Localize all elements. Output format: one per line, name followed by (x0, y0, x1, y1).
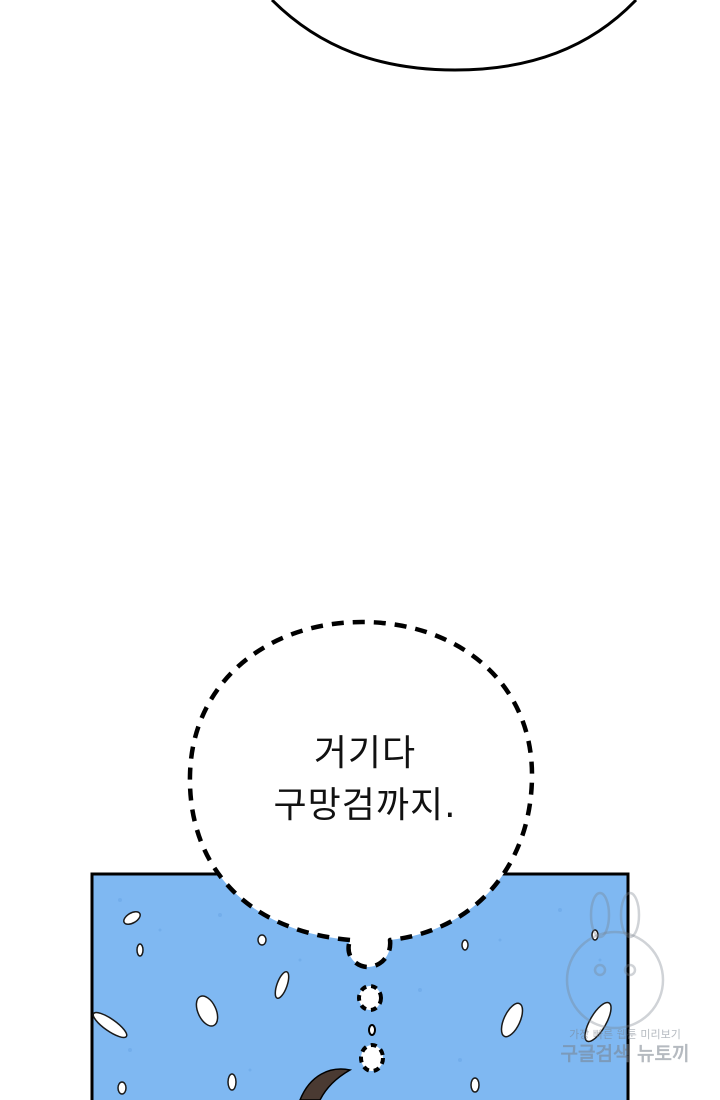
watermark-line-1: 가장 빠른 웹툰 미리보기 (569, 1028, 681, 1041)
thought-bubble-line-2: 구망검까지. (273, 785, 457, 826)
panel-dark-shape (299, 1068, 353, 1100)
watermark-mascot-icon (565, 891, 665, 1030)
thought-bubble-text: 거기다 구망검까지. (230, 728, 500, 832)
thought-bubble-trail (357, 984, 385, 1073)
watermark: 가장 빠른 웹툰 미리보기 구글검색 뉴토끼 (540, 1028, 710, 1066)
thought-bubble-line-1: 거기다 (313, 733, 417, 774)
thought-bubble (187, 619, 535, 970)
top-speech-bubble (270, 0, 638, 72)
panel-texture (118, 898, 602, 1072)
panel-droplets (92, 911, 612, 1095)
thought-bubble-dot-small (368, 1024, 376, 1036)
watermark-line-2: 구글검색 뉴토끼 (560, 1043, 690, 1065)
